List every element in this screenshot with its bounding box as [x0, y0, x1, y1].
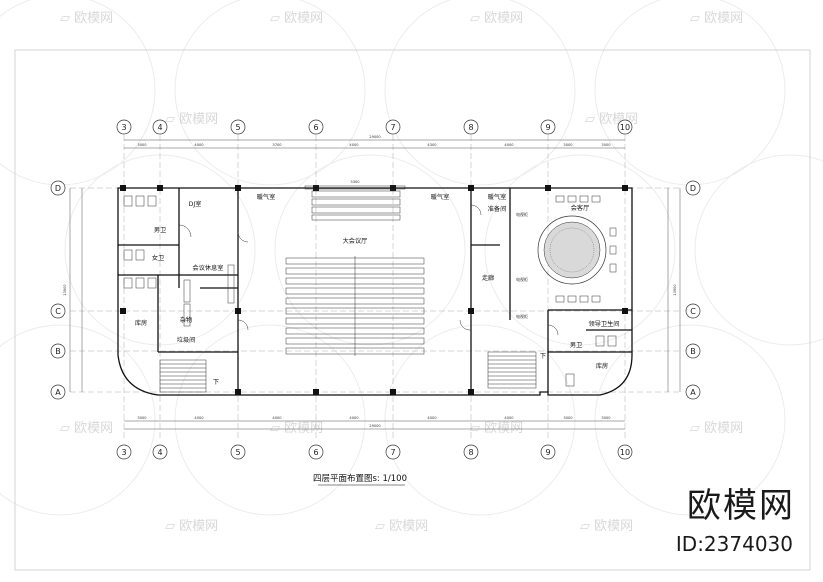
axis-label-top: 4 [157, 123, 162, 132]
dimension-segment: 3000 [137, 143, 147, 147]
room-label-hall: 大会议厅 [343, 237, 368, 245]
axis-label-top: 6 [313, 123, 318, 132]
room-label-dj: DJ室 [189, 200, 202, 208]
axis-label-left: B [55, 347, 61, 356]
axis-label-bottom: 8 [468, 448, 473, 457]
dimension-total-top: 29000 [369, 135, 381, 139]
sheet-border [14, 49, 811, 571]
axis-label-right: B [690, 347, 696, 356]
watermark-id: ID:2374030 [675, 532, 793, 556]
structural-columns [120, 185, 628, 395]
watermark-brand: 欧模网 [687, 486, 795, 526]
dimension-segment: 4000 [349, 143, 359, 147]
watermark-logo: ▱ 欧模网 [375, 519, 428, 534]
reception-chairs [555, 195, 617, 303]
dimension-stage: 3300 [350, 180, 360, 184]
axis-label-top: 10 [620, 123, 630, 132]
axis-label-right: C [690, 307, 696, 316]
dimension-segment: 4000 [194, 143, 204, 147]
dimension-segment: 3000 [563, 416, 573, 420]
dimension-total-right: 13900 [673, 284, 677, 296]
toilet-fixtures [123, 195, 617, 387]
axis-label-top: 5 [235, 123, 240, 132]
axis-bubbles [50, 119, 701, 460]
dimension-segment: 4000 [272, 416, 282, 420]
axis-label-bottom: 5 [235, 448, 240, 457]
room-label-prep: 准备间 [488, 205, 507, 213]
room-label-womens-wc: 女卫 [152, 254, 164, 262]
watermark-logo: ▱ 欧模网 [165, 519, 218, 534]
watermark-pattern [0, 0, 823, 516]
axis-label-top: 9 [545, 123, 550, 132]
auditorium-seats [285, 256, 425, 356]
axis-label-top: 7 [390, 123, 395, 132]
room-label-trash: 垃圾间 [177, 336, 196, 344]
room-label-lounge: 会议休息室 [193, 264, 224, 272]
axis-label-bottom: 4 [157, 448, 162, 457]
watermark-logo: ▱ 欧模网 [270, 11, 323, 26]
room-label-vip-wc: 领导卫生间 [589, 320, 620, 328]
dimension-lines [69, 139, 681, 430]
axis-label-bottom: 7 [390, 448, 395, 457]
stair-right [487, 351, 537, 389]
stair-direction-label: 下 [540, 353, 546, 360]
dimension-segment: 3000 [601, 143, 611, 147]
dimension-segment: 3700 [272, 143, 282, 147]
watermark-logo: ▱ 欧模网 [270, 421, 323, 436]
dimension-total-left: 13900 [63, 284, 67, 296]
plan-title: 四层平面布置图s: 1/100 [313, 473, 407, 484]
room-label-reception: 会客厅 [571, 204, 590, 212]
axis-label-bottom: 9 [545, 448, 550, 457]
furniture-label: 电视柜 [516, 313, 528, 319]
stair-left [159, 359, 207, 393]
door-swings [178, 204, 559, 336]
axis-label-right: D [690, 184, 696, 193]
axis-label-bottom: 10 [620, 448, 630, 457]
room-label-storage: 暖气室 [431, 193, 450, 201]
dimension-total-bottom: 29000 [369, 424, 381, 428]
watermark-logo: ▱ 欧模网 [165, 112, 218, 127]
axis-label-top: 8 [468, 123, 473, 132]
axis-label-left: A [55, 388, 61, 397]
dimension-segment: 4000 [504, 416, 514, 420]
dimension-segment: 4000 [194, 416, 204, 420]
dimension-segment: 3000 [137, 416, 147, 420]
axis-grid [70, 135, 680, 440]
reception-round-table [537, 215, 607, 285]
room-label-storage: 暖气室 [257, 193, 276, 201]
building-walls [117, 187, 633, 396]
dimension-segment: 3000 [563, 143, 573, 147]
furniture-label: 电视柜 [516, 211, 528, 217]
axis-label-left: C [55, 307, 61, 316]
stair-direction-label: 下 [213, 379, 219, 386]
room-label-corridor: 走廊 [482, 274, 494, 282]
furniture-label: 电视柜 [516, 276, 528, 282]
room-label-cleaning: 杂物 [180, 316, 192, 324]
axis-label-right: A [690, 388, 696, 397]
dimension-segment: 3000 [601, 416, 611, 420]
axis-label-bottom: 3 [121, 448, 126, 457]
lounge-sofas [183, 264, 235, 327]
room-label-warehouse-right: 库房 [596, 362, 608, 370]
axis-label-left: D [55, 184, 61, 193]
dimension-segment: 4000 [504, 143, 514, 147]
stage-tables [304, 185, 406, 221]
room-label-storage: 暖气室 [488, 193, 507, 201]
watermark-logo: ▱ 欧模网 [60, 11, 113, 26]
room-label-mens-wc: 男卫 [154, 227, 166, 234]
dimension-segment: 4000 [427, 416, 437, 420]
watermark-logo: ▱ 欧模网 [690, 11, 743, 26]
watermark-logo: ▱ 欧模网 [470, 11, 523, 26]
axis-label-bottom: 6 [313, 448, 318, 457]
watermark-logo: ▱ 欧模网 [470, 421, 523, 436]
room-label-mens-wc-right: 男卫 [570, 342, 582, 349]
watermark-logo: ▱ 欧模网 [690, 421, 743, 436]
dimension-segment: 4300 [427, 143, 437, 147]
watermark-logo: ▱ 欧模网 [60, 421, 113, 436]
dimension-segment: 4000 [349, 416, 359, 420]
axis-label-top: 3 [121, 123, 126, 132]
room-label-warehouse: 库房 [135, 319, 147, 327]
watermark-logo: ▱ 欧模网 [580, 519, 633, 534]
